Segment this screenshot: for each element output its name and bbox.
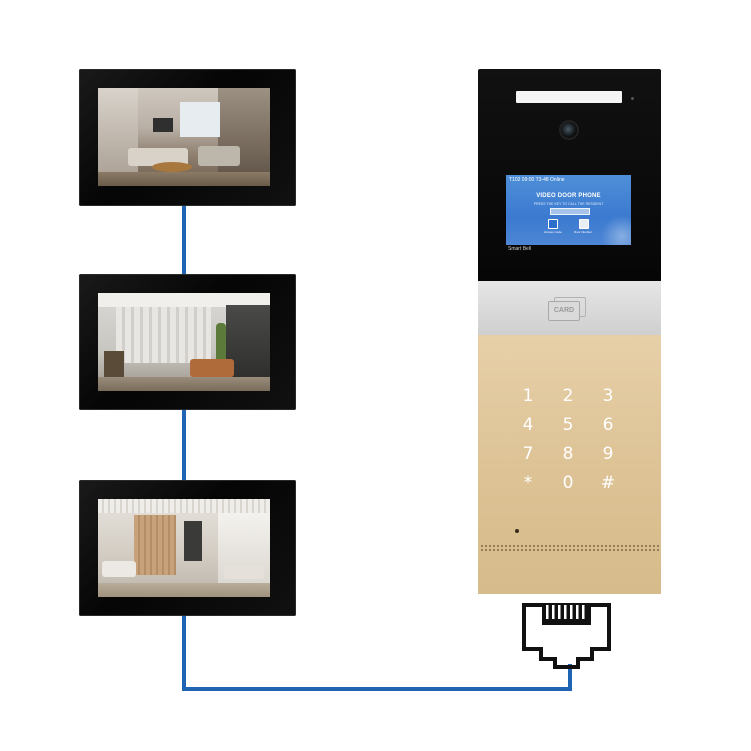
key-2[interactable]: 2 [562, 386, 574, 406]
access-code-icon[interactable] [548, 219, 558, 229]
wire-bottom-horizontal [182, 687, 572, 691]
door-number-icon[interactable] [579, 219, 589, 229]
monitor-2-screen [98, 293, 270, 391]
outdoor-door-station: T102 09:00 T3-48 Online VIDEO DOOR PHONE… [478, 69, 661, 594]
indoor-monitor-3 [79, 480, 296, 616]
rj45-ethernet-icon [522, 603, 611, 669]
monitor-1-screen [98, 88, 270, 186]
card-reader-icon: CARD [548, 297, 586, 321]
speaker-grille [480, 544, 659, 552]
key-hash[interactable]: # [600, 473, 616, 493]
monitor-3-screen [98, 499, 270, 597]
key-6[interactable]: 6 [602, 415, 614, 435]
wire-monitor2-to-monitor3 [182, 410, 186, 480]
door-number-label: Door Number [574, 230, 593, 234]
indoor-monitor-1 [79, 69, 296, 206]
indicator-led [631, 97, 634, 100]
card-reader-zone[interactable]: CARD [478, 281, 661, 335]
key-0[interactable]: 0 [562, 473, 574, 493]
key-3[interactable]: 3 [602, 386, 614, 406]
key-1[interactable]: 1 [522, 386, 534, 406]
display-title: VIDEO DOOR PHONE [536, 193, 601, 199]
display-subtitle: PRESS THE KEY TO CALL THE RESIDENT [533, 202, 604, 206]
display-status-bar: T102 09:00 T3-48 Online [509, 177, 565, 183]
microphone-icon [515, 529, 519, 533]
key-4[interactable]: 4 [522, 415, 534, 435]
light-bar [516, 91, 622, 103]
key-star[interactable]: * [523, 473, 533, 493]
key-5[interactable]: 5 [562, 415, 574, 435]
key-9[interactable]: 9 [602, 444, 614, 464]
key-7[interactable]: 7 [522, 444, 534, 464]
indoor-monitor-2 [79, 274, 296, 410]
wire-monitor1-to-monitor2 [182, 206, 186, 274]
key-8[interactable]: 8 [562, 444, 574, 464]
door-station-footer-text: Smart Bell [508, 246, 532, 252]
card-label: CARD [548, 301, 580, 321]
camera-lens-icon [561, 122, 577, 138]
keypad-panel: 1 2 3 4 5 6 7 8 9 * 0 # [478, 335, 661, 594]
display-input-field[interactable] [550, 208, 590, 215]
access-code-label: Access Code [544, 230, 562, 234]
wire-to-rj45 [568, 664, 572, 691]
door-station-top-panel: T102 09:00 T3-48 Online VIDEO DOOR PHONE… [478, 69, 661, 281]
door-station-display: T102 09:00 T3-48 Online VIDEO DOOR PHONE… [506, 175, 631, 245]
wire-monitor3-down [182, 616, 186, 691]
